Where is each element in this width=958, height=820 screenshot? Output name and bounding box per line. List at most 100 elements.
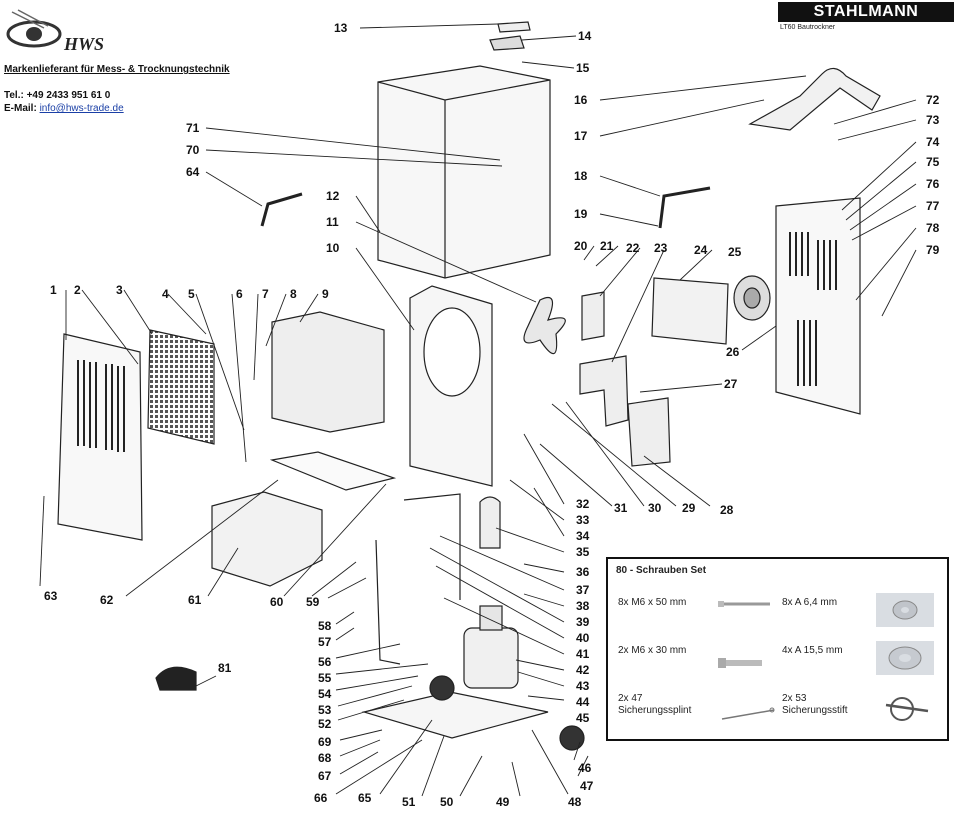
- part-label: 32: [576, 497, 590, 511]
- part-label: 10: [326, 241, 340, 255]
- part-label: 34: [576, 529, 590, 543]
- split-pin-icon: [721, 707, 775, 720]
- part-label: 57: [318, 635, 332, 649]
- part-label: 19: [574, 207, 588, 221]
- part-label: 68: [318, 751, 332, 765]
- screw-item: 4x A 15,5 mm: [782, 645, 843, 656]
- part-label: 49: [496, 795, 510, 809]
- part-label: 4: [162, 287, 169, 301]
- part-label: 81: [218, 661, 232, 675]
- part-label: 52: [318, 717, 332, 731]
- part-label: 30: [648, 501, 662, 515]
- part-label: 23: [654, 241, 668, 255]
- washer-small-icon: [876, 593, 934, 627]
- part-label: 51: [402, 795, 416, 809]
- part-label: 16: [574, 93, 588, 107]
- part-label: 20: [574, 239, 588, 253]
- part-label: 3: [116, 283, 123, 297]
- part-label: 61: [188, 593, 202, 607]
- part-label: 31: [614, 501, 628, 515]
- part-label: 47: [580, 779, 594, 793]
- part-label: 74: [926, 135, 940, 149]
- part-label: 22: [626, 241, 640, 255]
- part-label: 7: [262, 287, 269, 301]
- email-link[interactable]: info@hws-trade.de: [39, 103, 124, 114]
- part-label: 39: [576, 615, 590, 629]
- svg-text:HWS: HWS: [63, 34, 104, 54]
- brand-logo: STAHLMANN: [778, 2, 954, 22]
- part-label: 64: [186, 165, 200, 179]
- part-label: 50: [440, 795, 454, 809]
- part-label: 63: [44, 589, 58, 603]
- part-label: 78: [926, 221, 940, 235]
- part-label: 40: [576, 631, 590, 645]
- part-label: 2: [74, 283, 81, 297]
- part-label: 37: [576, 583, 590, 597]
- lock-pin-icon: [885, 697, 929, 721]
- part-label: 25: [728, 245, 742, 259]
- part-label: 24: [694, 243, 708, 257]
- part-label: 41: [576, 647, 590, 661]
- part-label: 14: [578, 29, 592, 43]
- part-label: 56: [318, 655, 332, 669]
- part-label: 60: [270, 595, 284, 609]
- part-label: 54: [318, 687, 332, 701]
- washer-large-icon: [876, 641, 934, 675]
- part-label: 76: [926, 177, 940, 191]
- part-label: 36: [576, 565, 590, 579]
- part-label: 59: [306, 595, 320, 609]
- part-label: 44: [576, 695, 590, 709]
- part-label: 43: [576, 679, 590, 693]
- part-label: 53: [318, 703, 332, 717]
- hws-logo: HWS: [4, 8, 114, 56]
- part-label: 11: [326, 215, 339, 229]
- screw-set-box: 80 - Schrauben Set 8x M6 x 50 mm 8x A 6,…: [606, 557, 949, 741]
- part-label: 9: [322, 287, 329, 301]
- part-label: 48: [568, 795, 582, 809]
- part-label: 38: [576, 599, 590, 613]
- part-label: 26: [726, 345, 740, 359]
- part-label: 70: [186, 143, 200, 157]
- part-label: 66: [314, 791, 328, 805]
- part-label: 73: [926, 113, 940, 127]
- part-label: 45: [576, 711, 590, 725]
- part-label: 77: [926, 199, 940, 213]
- part-label: 55: [318, 671, 332, 685]
- part-label: 79: [926, 243, 940, 257]
- phone: Tel.: +49 2433 951 61 0: [4, 90, 111, 101]
- part-label: 12: [326, 189, 340, 203]
- model-name: LT60 Bautrockner: [780, 24, 836, 31]
- part-label: 72: [926, 93, 940, 107]
- screw-item: 8x M6 x 50 mm: [618, 597, 687, 608]
- screw-item: 2x M6 x 30 mm: [618, 645, 687, 656]
- part-label: 71: [186, 121, 200, 135]
- bolt-short-icon: [718, 658, 762, 668]
- part-label: 28: [720, 503, 734, 517]
- part-label: 27: [724, 377, 738, 391]
- part-label: 42: [576, 663, 590, 677]
- part-label: 13: [334, 21, 348, 35]
- company-tagline: Markenlieferant für Mess- & Trocknungste…: [4, 64, 230, 75]
- part-label: 29: [682, 501, 696, 515]
- part-label: 33: [576, 513, 590, 527]
- screw-set-title: 80 - Schrauben Set: [616, 565, 707, 576]
- part-label: 35: [576, 545, 590, 559]
- part-label: 46: [578, 761, 592, 775]
- part-label: 1: [50, 283, 57, 297]
- bolt-long-icon: [718, 601, 770, 607]
- part-label: 65: [358, 791, 372, 805]
- part-label: 67: [318, 769, 332, 783]
- part-label: 69: [318, 735, 332, 749]
- part-label: 8: [290, 287, 297, 301]
- screw-item: 8x A 6,4 mm: [782, 597, 838, 608]
- part-label: 17: [574, 129, 588, 143]
- part-label: 58: [318, 619, 332, 633]
- part-label: 62: [100, 593, 114, 607]
- part-label: 5: [188, 287, 195, 301]
- part-label: 75: [926, 155, 940, 169]
- part-label: 6: [236, 287, 243, 301]
- part-label: 18: [574, 169, 588, 183]
